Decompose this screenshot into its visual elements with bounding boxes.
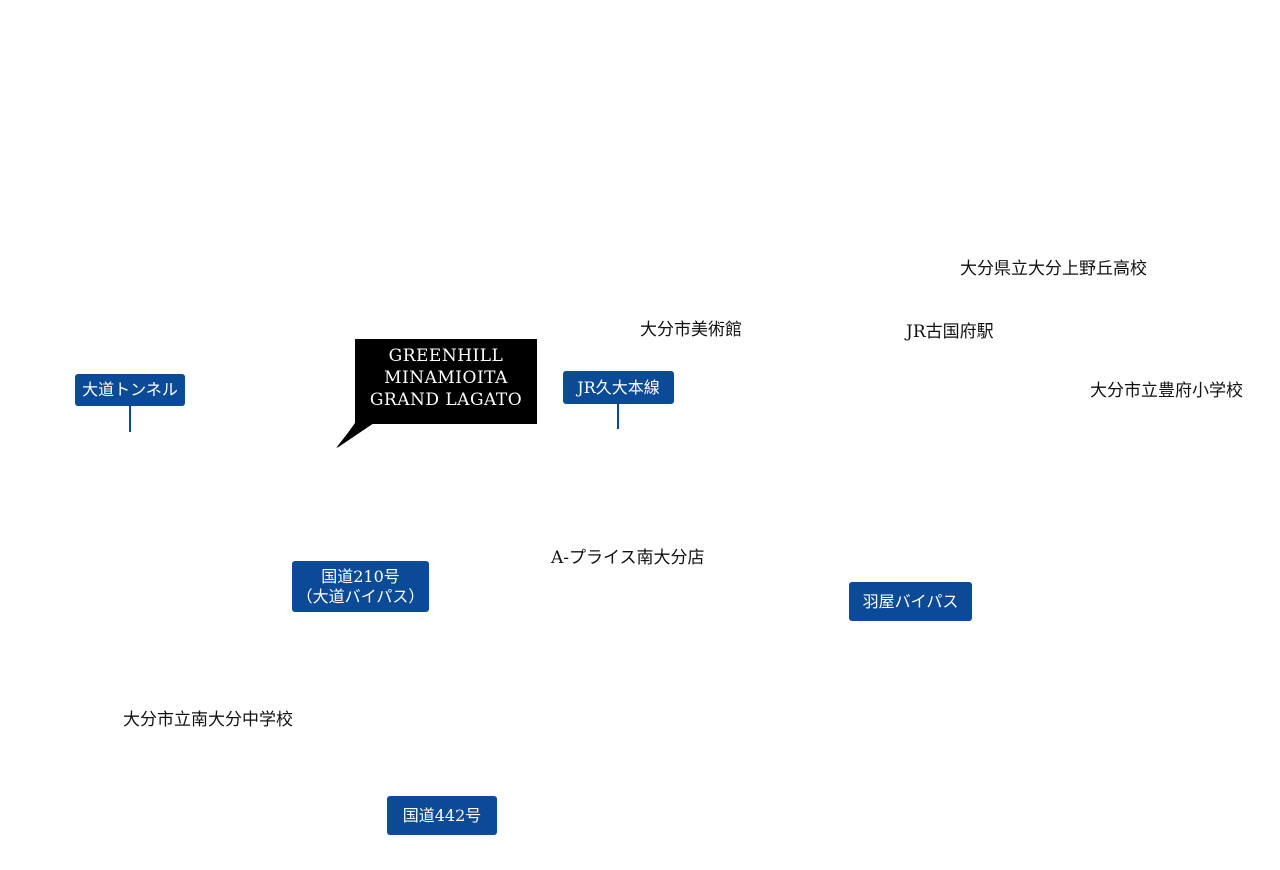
road-label-haya-bypass: 羽屋バイパス [849,582,972,621]
property-marker-pointer [336,423,374,448]
road-label-text-line2: （大道バイパス） [296,586,425,606]
landmark-art-museum: 大分市美術館 [640,320,742,340]
property-marker[interactable]: GREENHILL MINAMIOITA GRAND LAGATO [355,339,537,424]
road-label-text: JR久大本線 [577,377,660,397]
jr-kyudai-line-pointer [617,404,619,429]
property-name-line3: GRAND LAGATO [369,390,523,411]
road-label-route-442: 国道442号 [387,796,497,835]
road-label-route-210: 国道210号 （大道バイパス） [292,561,429,612]
landmark-ueno-high-school: 大分県立大分上野丘高校 [960,259,1147,279]
road-label-daido-tunnel: 大道トンネル [75,374,185,406]
daido-tunnel-pointer [129,406,131,432]
road-label-text: 国道442号 [402,805,482,825]
landmark-aprice-store: A-プライス南大分店 [551,548,705,568]
property-name-line2: MINAMIOITA [384,368,508,389]
landmark-toyofu-elementary-school: 大分市立豊府小学校 [1090,381,1243,401]
road-label-jr-kyudai-line: JR久大本線 [563,371,674,404]
property-name-line1: GREENHILL [388,346,504,366]
road-label-text: 羽屋バイパス [862,591,959,611]
road-label-text-line1: 国道210号 [321,566,400,586]
road-label-text: 大道トンネル [82,380,178,399]
landmark-kokufu-station: JR古国府駅 [906,322,994,342]
landmark-minamioita-junior-high-school: 大分市立南大分中学校 [123,710,293,730]
